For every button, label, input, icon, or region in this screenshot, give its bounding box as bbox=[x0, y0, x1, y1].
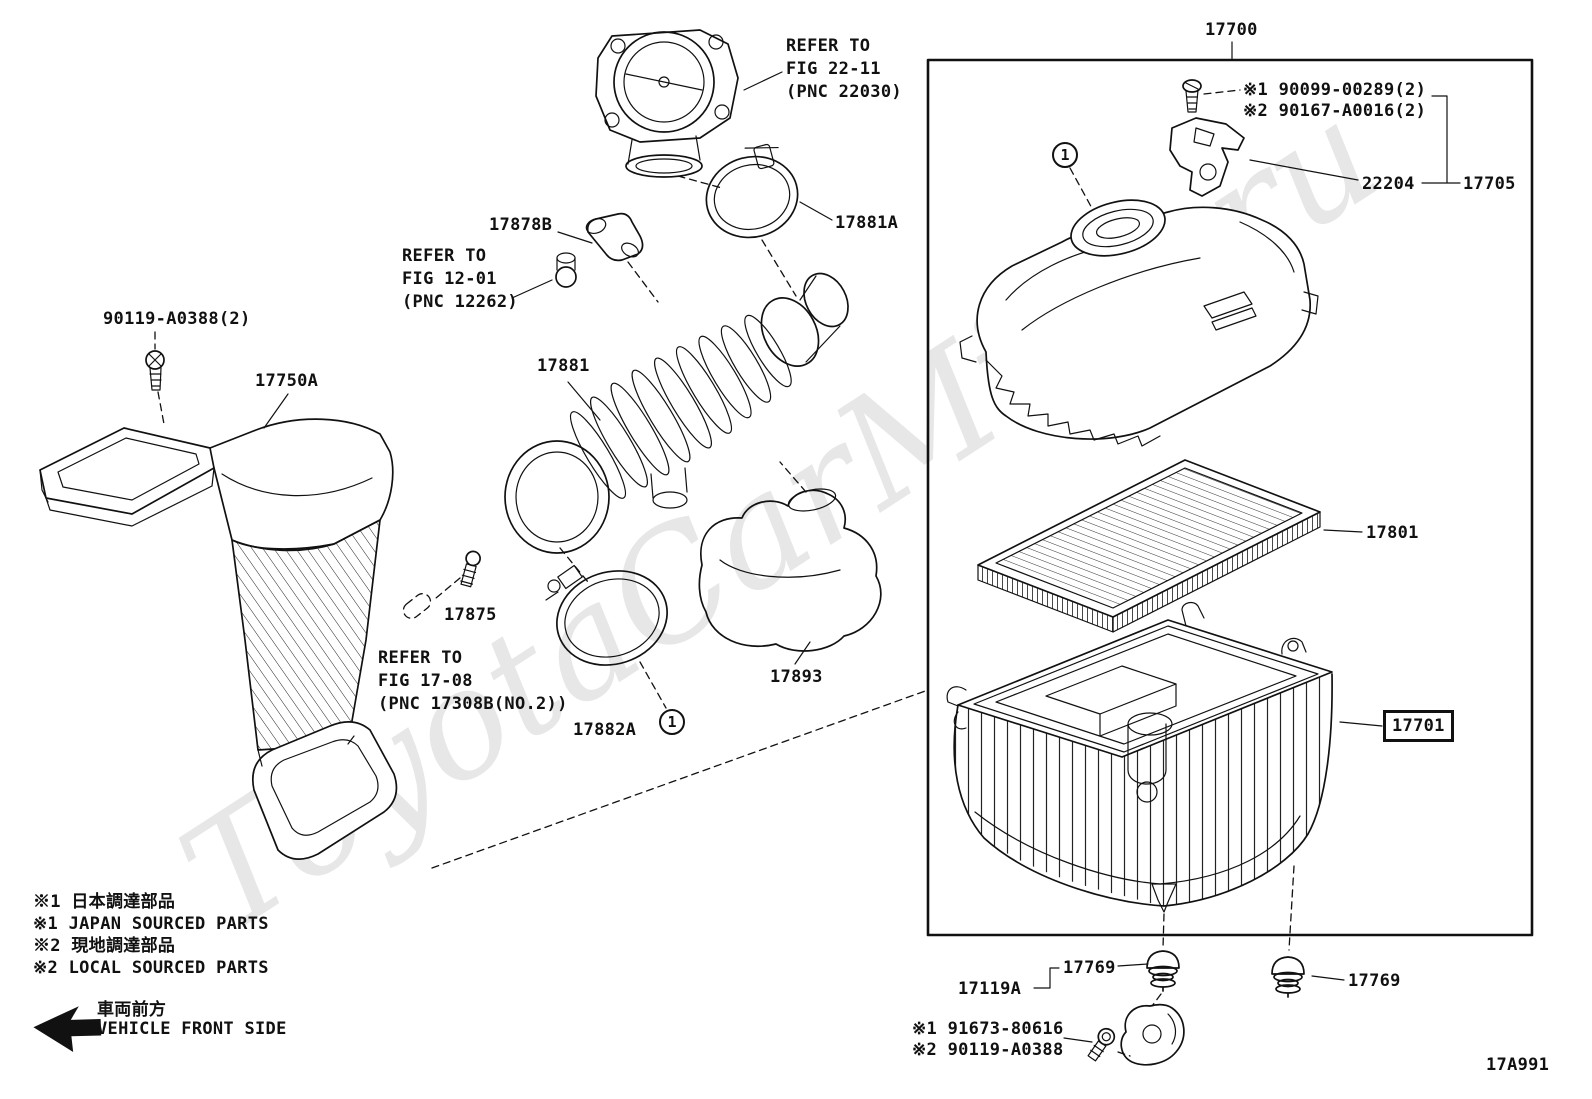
note-bolt-1: ※1 91673-80616 bbox=[912, 1019, 1064, 1039]
callout-17875[interactable]: 17875 bbox=[444, 605, 497, 625]
leader-lines bbox=[263, 71, 1461, 1043]
callout-17769-right[interactable]: 17769 bbox=[1348, 971, 1401, 991]
clamp-17882A-art bbox=[545, 564, 668, 666]
elbow-17878B-art bbox=[585, 212, 644, 262]
callout-17705[interactable]: 17705 bbox=[1463, 174, 1516, 194]
screw-90119A0388-art bbox=[145, 350, 165, 391]
throttle-body-art bbox=[595, 29, 739, 178]
air-duct-17750A-art bbox=[39, 418, 398, 860]
callout-17750A[interactable]: 17750A bbox=[255, 371, 319, 391]
note-screw-2: ※2 90167-A0016(2) bbox=[1243, 101, 1427, 121]
note-bolt-2: ※2 90119-A0388 bbox=[912, 1040, 1064, 1060]
air-cleaner-cap-art bbox=[959, 199, 1319, 447]
callout-17881A[interactable]: 17881A bbox=[835, 213, 899, 233]
callout-17769-left[interactable]: 17769 bbox=[1063, 958, 1116, 978]
air-cleaner-case-17701-art bbox=[946, 601, 1333, 913]
callout-17701-selected[interactable]: 17701 bbox=[1383, 710, 1454, 742]
assembly-17700-box bbox=[926, 41, 1534, 937]
callout-17119A[interactable]: 17119A bbox=[958, 979, 1022, 999]
callout-17700[interactable]: 17700 bbox=[1205, 20, 1258, 40]
note-refer-fig-12-01: REFER TO FIG 12-01 (PNC 12262) bbox=[402, 246, 518, 312]
legend-line-2-en: ※1 JAPAN SOURCED PARTS bbox=[33, 914, 269, 934]
note-screw-1: ※1 90099-00289(2) bbox=[1243, 80, 1427, 100]
grommet-17769-left-art bbox=[1146, 950, 1180, 992]
drawing-number: 17A991 bbox=[1486, 1055, 1550, 1075]
marker-circle-1-top: 1 bbox=[1052, 142, 1078, 168]
legend-line-3-jp: ※2 現地調達部品 bbox=[33, 936, 176, 956]
fitting-fig12-01-art bbox=[555, 252, 577, 288]
resonator-17893-art bbox=[698, 488, 882, 652]
callout-17882A[interactable]: 17882A bbox=[573, 720, 637, 740]
clamp-17881A-art bbox=[705, 143, 799, 239]
vehicle-front-label-en: VEHICLE FRONT SIDE bbox=[97, 1019, 287, 1039]
legend-line-1-jp: ※1 日本調達部品 bbox=[33, 892, 176, 912]
callout-17881[interactable]: 17881 bbox=[537, 356, 590, 376]
hose-17881-art bbox=[504, 272, 849, 554]
legend-line-4-en: ※2 LOCAL SOURCED PARTS bbox=[33, 958, 269, 978]
bracket-17119A-art bbox=[1120, 1003, 1185, 1066]
maf-screw-art bbox=[1182, 79, 1202, 113]
maf-sensor-22204-art bbox=[1169, 117, 1245, 197]
note-refer-fig-17-08: REFER TO FIG 17-08 (PNC 17308B(NO.2)) bbox=[378, 648, 568, 714]
callout-17878B[interactable]: 17878B bbox=[489, 215, 553, 235]
callout-90119-A0388[interactable]: 90119-A0388(2) bbox=[103, 309, 251, 329]
grommet-17769-right-art bbox=[1271, 956, 1305, 998]
bottom-bolt-art bbox=[1087, 1027, 1116, 1062]
callout-17801[interactable]: 17801 bbox=[1366, 523, 1419, 543]
callout-22204[interactable]: 22204 bbox=[1362, 174, 1415, 194]
callout-17893[interactable]: 17893 bbox=[770, 667, 823, 687]
vehicle-front-arrow-icon bbox=[33, 1006, 102, 1053]
bolt-17875-art bbox=[402, 550, 481, 619]
filter-element-17801-art bbox=[977, 459, 1321, 633]
vehicle-front-label-jp: 車両前方 bbox=[97, 1000, 167, 1020]
note-refer-fig-22-11: REFER TO FIG 22-11 (PNC 22030) bbox=[786, 36, 902, 102]
marker-circle-1-mid: 1 bbox=[659, 709, 685, 735]
